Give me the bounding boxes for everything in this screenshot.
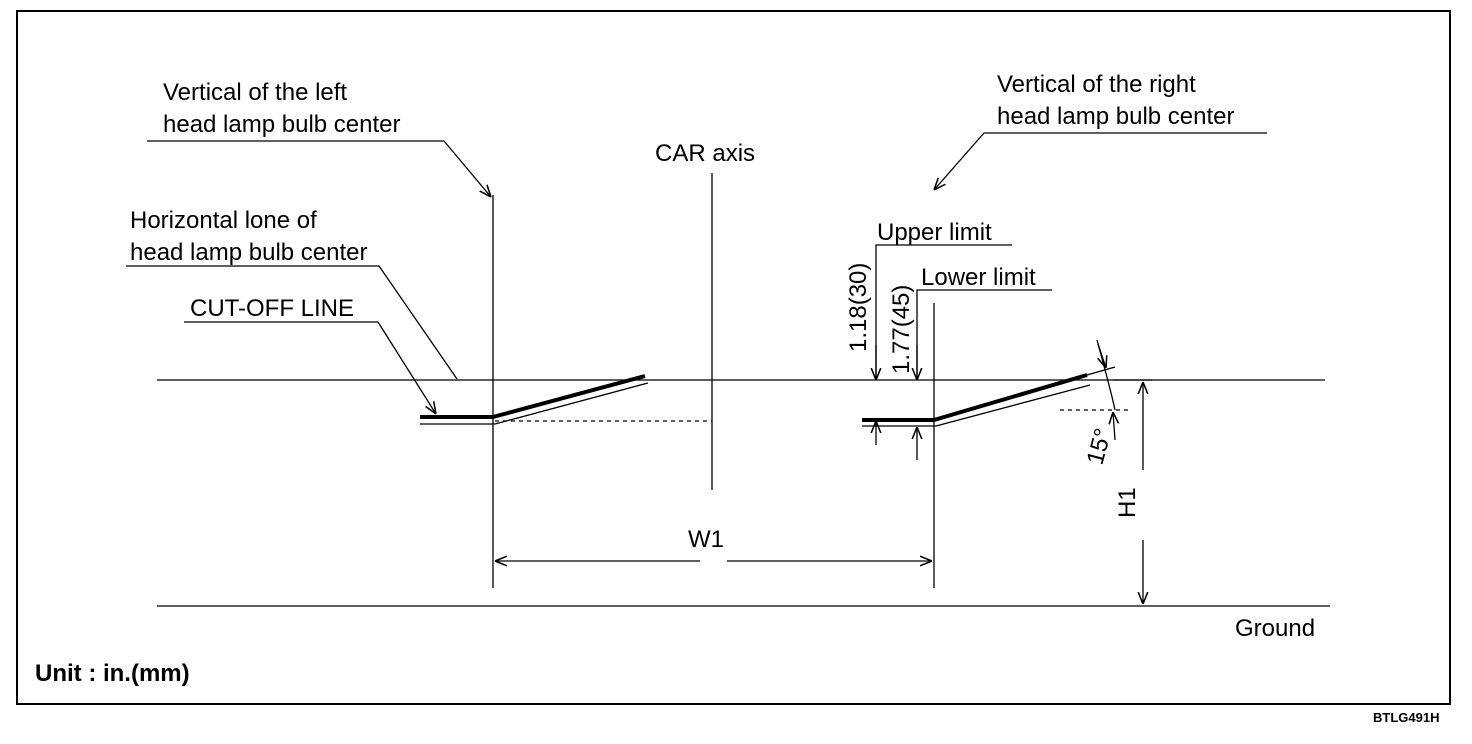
figure-frame [16,10,1451,705]
unit-label: Unit : in.(mm) [35,660,190,687]
figure-code-label: BTLG491H [1373,710,1439,725]
angle-label: 15° [1082,426,1117,468]
h1-dimension [1113,379,1152,604]
horizontal-line-label-line2: head lamp bulb center [130,239,368,266]
cutoff-line-leader [184,321,436,414]
lower-limit-leader [916,289,1052,378]
left-vertical-label-line2: head lamp bulb center [163,111,401,138]
lower-limit-label: Lower limit [921,264,1036,291]
angle-arc [1086,339,1115,441]
upper-limit-leader [875,244,1012,378]
h1-label: H1 [1114,487,1141,518]
left-vertical-leader [147,140,491,197]
left-vertical-label-line1: Vertical of the left [163,79,347,106]
dim-upper-label: 1.18(30) [845,263,872,352]
car-axis-label: CAR axis [655,140,755,167]
dim-lower-label: 1.77(45) [888,285,915,374]
right-vertical-label-line1: Vertical of the right [997,71,1196,98]
cutoff-line-label: CUT-OFF LINE [190,295,354,322]
left-cutoff-line [420,374,712,425]
right-vertical-leader [934,132,1267,190]
horizontal-line-leader [126,265,458,380]
w1-label: W1 [688,526,724,553]
upper-limit-label: Upper limit [877,219,992,246]
horizontal-line-label-line1: Horizontal lone of [130,207,317,234]
ground-label: Ground [1235,615,1315,642]
right-vertical-label-line2: head lamp bulb center [997,103,1235,130]
right-cutoff-line [862,373,1128,427]
